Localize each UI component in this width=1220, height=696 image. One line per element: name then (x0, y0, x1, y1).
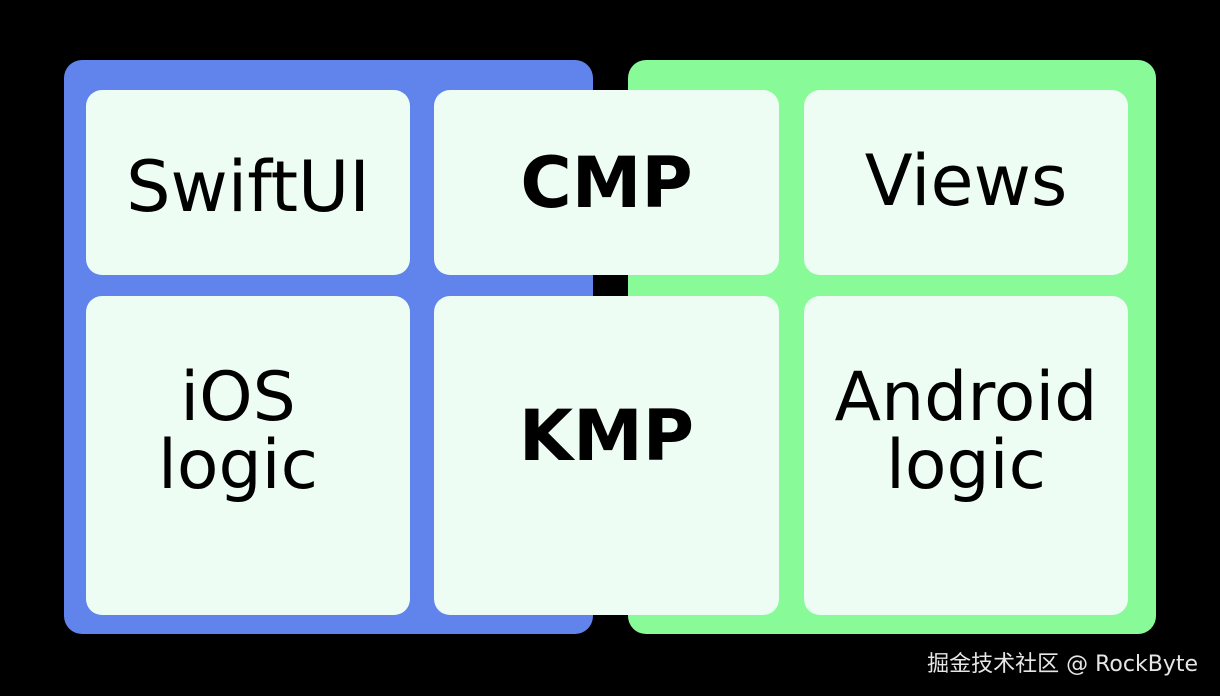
swiftui-label: SwiftUI (126, 145, 370, 228)
kmp-label: KMP (518, 394, 695, 477)
views-label: Views (864, 139, 1068, 222)
kmp-cell: KMP (434, 296, 779, 615)
android-logic-cell: Android logic (804, 296, 1128, 615)
watermark: 掘金技术社区 @ RockByte (927, 652, 1198, 677)
cmp-label: CMP (520, 141, 693, 224)
swiftui-cell: SwiftUI (86, 90, 410, 275)
views-cell: Views (804, 90, 1128, 275)
ios-logic-cell: iOS logic (86, 296, 410, 615)
android-logic-label: Android logic (834, 357, 1098, 505)
ios-logic-label: iOS logic (158, 357, 318, 505)
cmp-cell: CMP (434, 90, 779, 275)
